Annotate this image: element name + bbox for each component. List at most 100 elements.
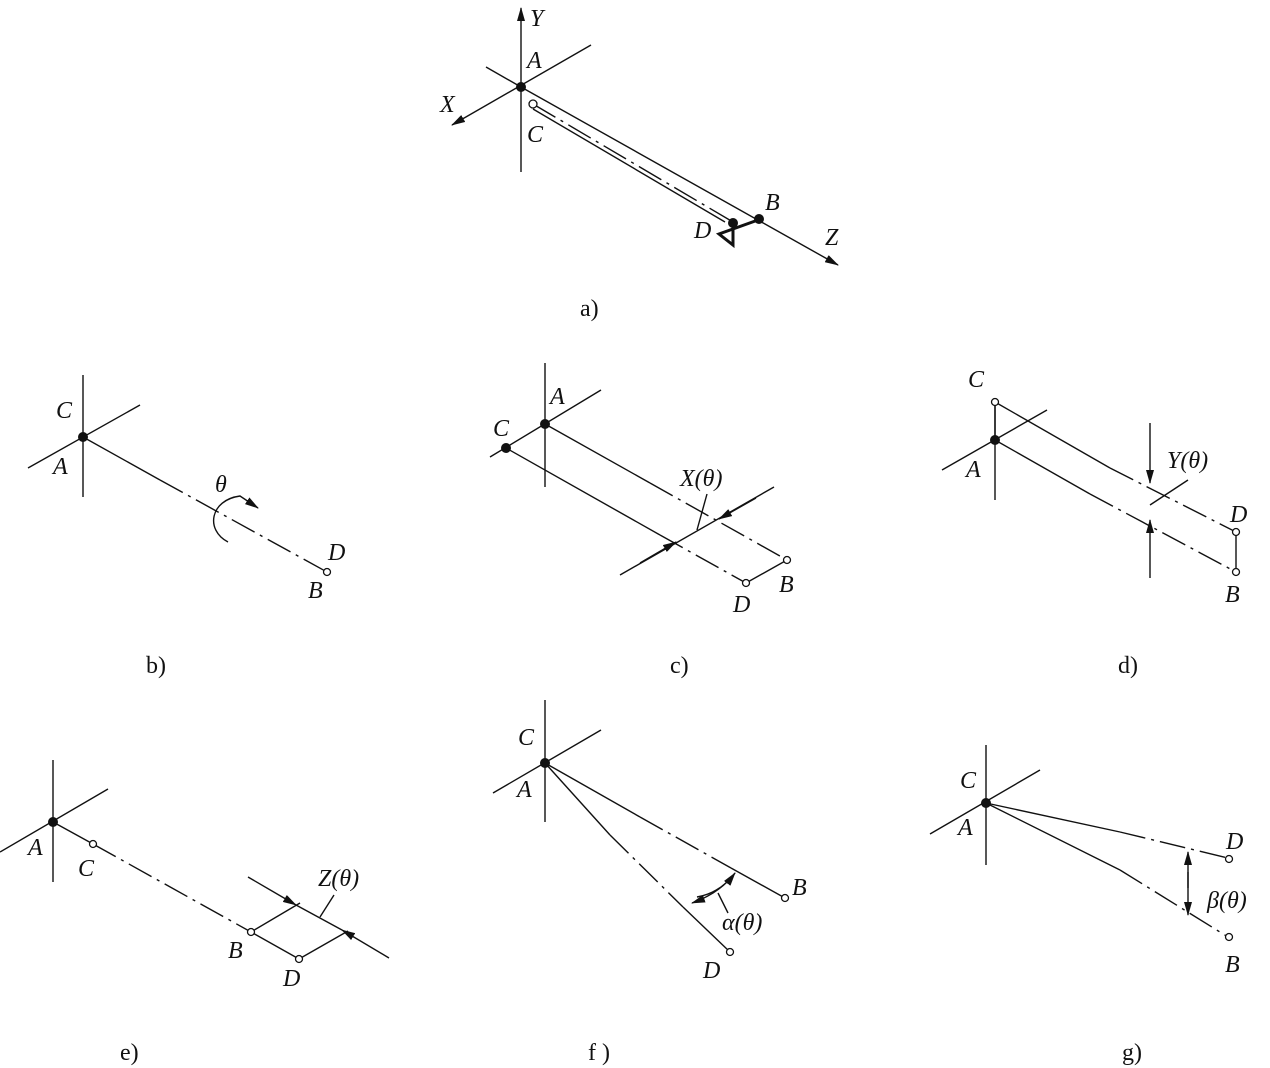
dim-arrow-right [341,929,390,959]
param-label: α(θ) [722,910,762,936]
lower-link-dashed [659,534,747,584]
joint-b [1224,932,1234,942]
ext-line-b [250,902,301,933]
caption-g: g) [1122,1040,1142,1066]
rotation-arrow [212,495,259,543]
dim-arrow-upper [718,497,757,520]
param-label: β(θ) [1206,888,1247,914]
caption-f: f ) [588,1040,610,1066]
point-c-label: C [493,416,510,442]
point-c-label: C [968,367,985,393]
joint-a [48,817,58,827]
dim-arrow-left [247,876,297,906]
offset-bd [745,559,788,584]
joint-d [728,218,738,228]
point-b-label: B [1225,582,1240,608]
joint-b [1231,567,1241,577]
joint-d [725,947,735,957]
joint-bd [322,567,332,577]
joint-b [246,927,256,937]
link-ad-solid [544,762,611,836]
lower-link-dashed [1089,493,1237,573]
point-d-label: D [327,540,345,566]
angle-arc-back [691,872,736,904]
joint-a [516,82,526,92]
panel-f: C A B α(θ) D f ) [492,700,807,1066]
point-d-label: D [693,218,711,244]
link-ad-solid [985,802,1121,833]
point-b-label: B [1225,952,1240,978]
link-ab-end [730,867,786,899]
leader-line [696,493,708,531]
point-d-label: D [1229,502,1247,528]
param-label: Y(θ) [1167,448,1208,474]
joint-c [88,839,98,849]
caption-e: e) [120,1040,139,1066]
x-axis-label: X [439,92,456,118]
panel-b: C A θ D B b) [27,375,345,679]
y-axis-label: Y [530,6,546,32]
caption-d: d) [1118,653,1138,679]
caption-c: c) [670,653,689,679]
joint-a [540,419,550,429]
point-c-label: C [56,398,73,424]
lower-link-solid [505,447,661,536]
panel-g: C A D β(θ) B g) [929,745,1247,1066]
joint-a [540,758,550,768]
point-b-label: B [308,578,323,604]
param-label: X(θ) [679,466,722,492]
z-axis-label: Z [825,225,839,251]
link-bd [250,931,300,960]
angle-arc [696,872,736,898]
point-a-label: A [548,384,565,410]
panel-c: A C X(θ) B D c) [489,363,794,679]
leader-line [717,892,729,914]
point-a-label: A [956,815,973,841]
point-c-label: C [78,856,95,882]
joint-d [1224,854,1234,864]
caption-b: b) [146,653,166,679]
joint-a [78,432,88,442]
point-d-label: D [732,592,750,618]
cross-line [485,66,522,88]
link-ad-dashed [609,834,684,908]
joint-b [782,555,792,565]
point-b-label: B [779,572,794,598]
point-b-label: B [228,938,243,964]
point-a-label: A [515,777,532,803]
offset-link [715,218,759,249]
caption-a: a) [580,296,599,322]
angle-label: θ [215,472,227,498]
leader-line [319,894,335,918]
point-a-label: A [26,835,43,861]
point-c-label: C [527,122,544,148]
joint-c [990,397,1000,407]
centerline-cd [532,103,734,223]
panel-a: Y X Z A C D B a) [439,6,839,322]
point-a-label: A [525,48,542,74]
ext-line-d [298,930,349,960]
joint-a [990,435,1000,445]
link-line [532,108,726,223]
joint-d [294,954,304,964]
upper-link-solid [994,401,1111,469]
link-ac [52,821,94,845]
leader-line [1149,479,1189,506]
link-ad-end [682,906,731,953]
solid-link [82,436,161,481]
link-cb-dashed [92,843,252,933]
point-c-label: C [960,768,977,794]
dim-middle [295,904,343,931]
point-a-label: A [964,457,981,483]
panel-e: A C Z(θ) B D e) [0,760,390,1066]
upper-link-solid [544,423,651,484]
point-d-label: D [282,966,300,992]
link-ab-solid [544,762,641,818]
joint-c [501,443,511,453]
point-d-label: D [702,958,720,984]
point-b-label: B [765,190,780,216]
joint-a [981,798,991,808]
upper-link-dashed [1109,467,1237,533]
z-axis [520,86,839,266]
